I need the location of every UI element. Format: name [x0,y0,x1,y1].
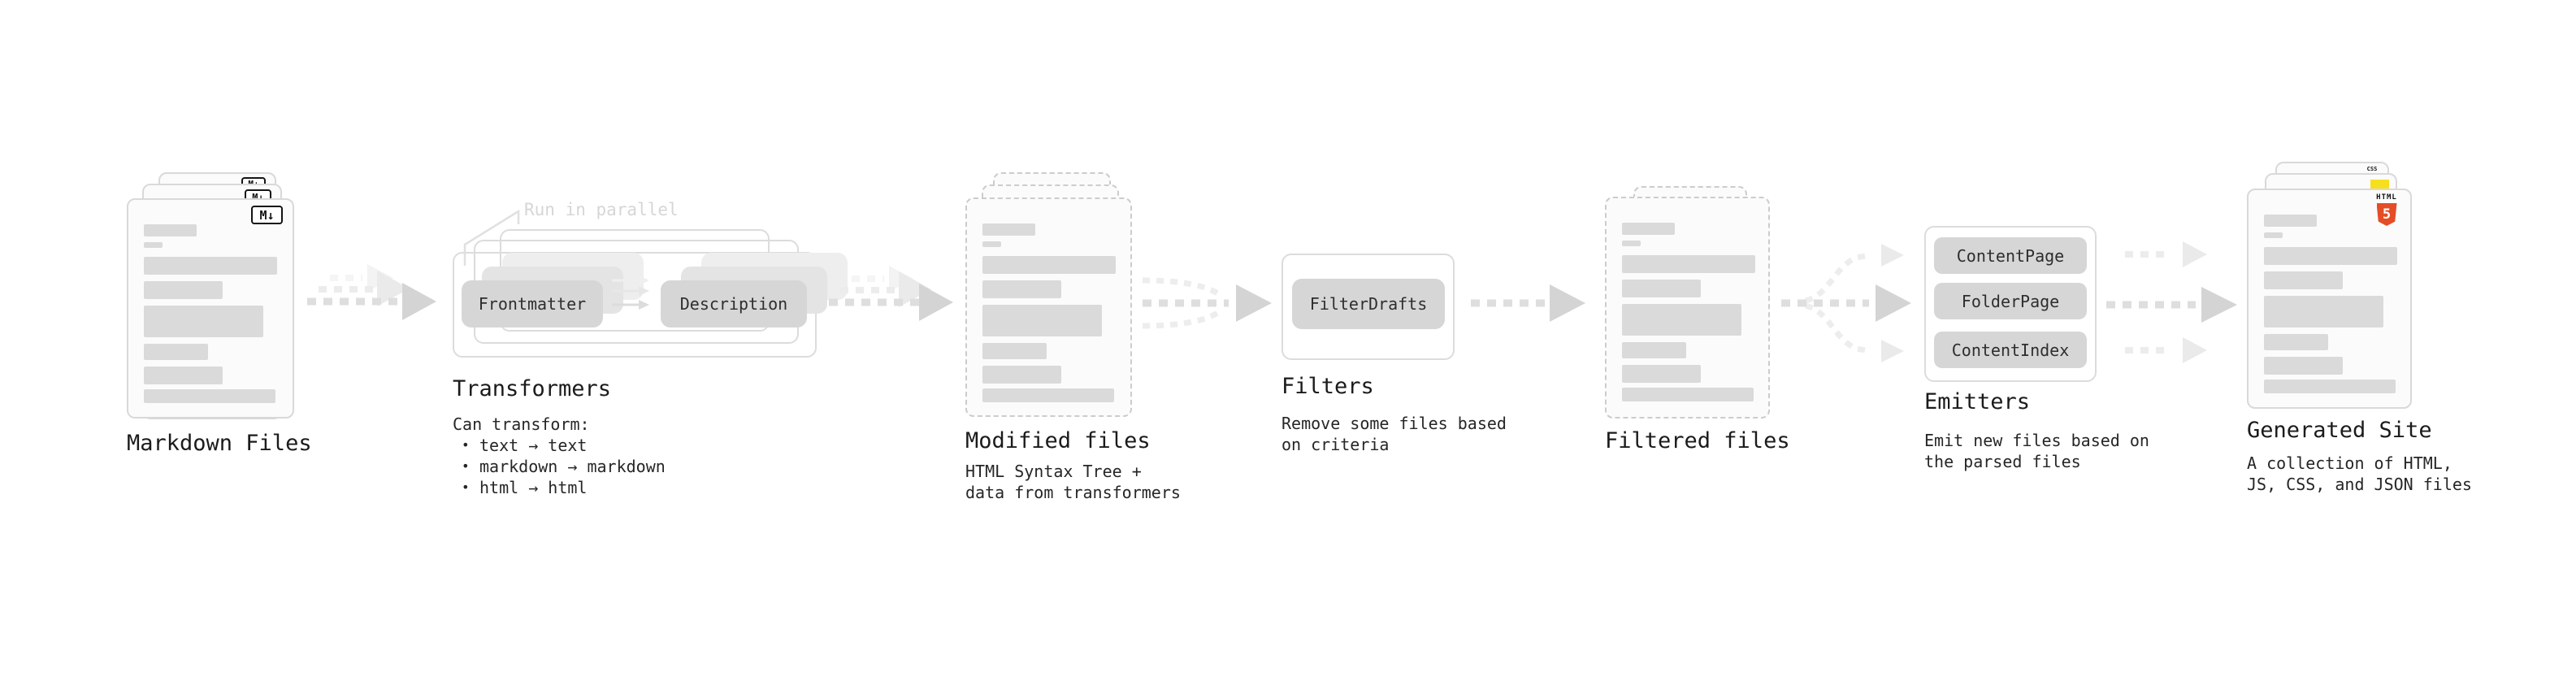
filtered-files-stack [1605,186,1776,422]
text-bar [982,388,1114,402]
filters-label: Filters [1281,374,1374,399]
modified-file-doc-front [965,197,1132,417]
emitters-desc-line: the parsed files [1924,452,2081,471]
markdown-files-label: Markdown Files [127,431,312,456]
text-bar [2264,357,2343,375]
transform-item: • html → html [462,477,666,498]
text-bar [2264,380,2396,393]
filters-desc-line: Remove some files based [1281,414,1507,433]
contentpage-chip: ContentPage [1934,237,2087,274]
filterdrafts-chip: FilterDrafts [1292,279,1445,329]
contentindex-chip: ContentIndex [1934,332,2087,368]
markdown-file-doc-front: M↓ [127,198,294,419]
transform-item-text: markdown → markdown [479,457,666,476]
arrow-modified-to-filters-merge [1142,277,1272,329]
html5-icon-number: 5 [2382,206,2392,223]
html5-icon-label: HTML [2376,193,2397,202]
text-bar [144,367,223,384]
text-bar [1622,241,1641,246]
description-chip: Description [661,280,807,327]
generated-site-desc-line: A collection of HTML, [2247,453,2452,473]
markdown-icon: M↓ [251,206,283,224]
filtered-file-doc-front [1605,197,1770,419]
doc-content-placeholder [1622,223,1755,401]
bullet-icon: • [462,479,470,495]
generated-site-doc-front: HTML 5 [2247,189,2412,409]
arrow-filters-to-filtered [1471,284,1585,322]
text-bar [2264,334,2328,350]
text-bar [982,343,1047,359]
bullet-icon: • [462,458,470,474]
bullet-icon: • [462,437,470,453]
transform-item-text: html → html [479,478,588,497]
modified-files-desc-line: data from transformers [965,483,1181,502]
text-bar [144,306,263,337]
text-bar [2264,247,2397,265]
js-icon [2370,180,2389,189]
text-bar [1622,365,1701,383]
text-bar [2264,296,2383,327]
run-in-parallel-note: Run in parallel [524,200,679,219]
text-bar [2264,215,2317,227]
transform-item-text: text → text [479,436,588,455]
text-bar [982,256,1116,274]
text-bar [1622,280,1701,297]
doc-content-placeholder [982,223,1116,402]
text-bar [144,257,277,275]
text-bar [1622,304,1741,336]
generated-site-label: Generated Site [2247,418,2432,443]
modified-files-stack [965,172,1136,420]
filters-frame [1281,254,1455,360]
modified-files-label: Modified files [965,428,1151,453]
text-bar [982,305,1102,336]
text-bar [144,224,197,236]
generated-site-stack: CSS HTML 5 [2247,162,2418,410]
doc-content-placeholder [2264,215,2397,393]
arrow-emitters-to-generated [2106,241,2237,363]
modified-files-desc-line: HTML Syntax Tree + [965,462,1142,481]
filters-desc: Remove some files based on criteria [1281,413,1507,455]
generated-site-desc-line: JS, CSS, and JSON files [2247,475,2472,494]
text-bar [982,366,1061,384]
emitters-desc-line: Emit new files based on [1924,431,2149,450]
arrow-markdown-to-transformers [307,264,436,320]
transformers-label: Transformers [453,376,612,401]
filters-desc-line: on criteria [1281,435,1390,454]
html5-icon: HTML 5 [2370,194,2403,226]
markdown-icon-glyph: M↓ [259,207,275,223]
folderpage-chip: FolderPage [1934,283,2087,319]
text-bar [982,223,1035,236]
text-bar [982,241,1001,247]
transformers-transform-list: • text → text • markdown → markdown • html … [462,435,666,498]
text-bar [144,242,163,248]
text-bar [1622,223,1675,235]
doc-content-placeholder [144,224,277,403]
html5-icon-shield: 5 [2376,203,2397,226]
text-bar [982,280,1061,298]
emitters-frame [1924,226,2097,382]
markdown-files-stack: M↓ M↓ M↓ [127,172,297,420]
arrow-filtered-to-emitters-split [1781,244,1911,362]
frontmatter-chip: Frontmatter [462,280,603,327]
text-bar [2264,232,2283,238]
transform-item: • markdown → markdown [462,456,666,477]
generated-site-desc: A collection of HTML, JS, CSS, and JSON … [2247,453,2472,495]
transformers-desc-heading: Can transform: [453,414,590,434]
text-bar [144,281,223,299]
text-bar [1622,255,1755,273]
text-bar [144,389,275,403]
text-bar [1622,388,1754,401]
text-bar [144,344,208,360]
filtered-files-label: Filtered files [1605,428,1790,453]
css-icon-label: CSS [2366,166,2378,172]
transform-item: • text → text [462,435,666,456]
emitters-desc: Emit new files based on the parsed files [1924,430,2149,472]
modified-files-desc: HTML Syntax Tree + data from transformer… [965,461,1181,503]
css-icon: CSS [2363,167,2381,172]
text-bar [1622,342,1686,358]
emitters-label: Emitters [1924,389,2031,414]
text-bar [2264,271,2343,289]
